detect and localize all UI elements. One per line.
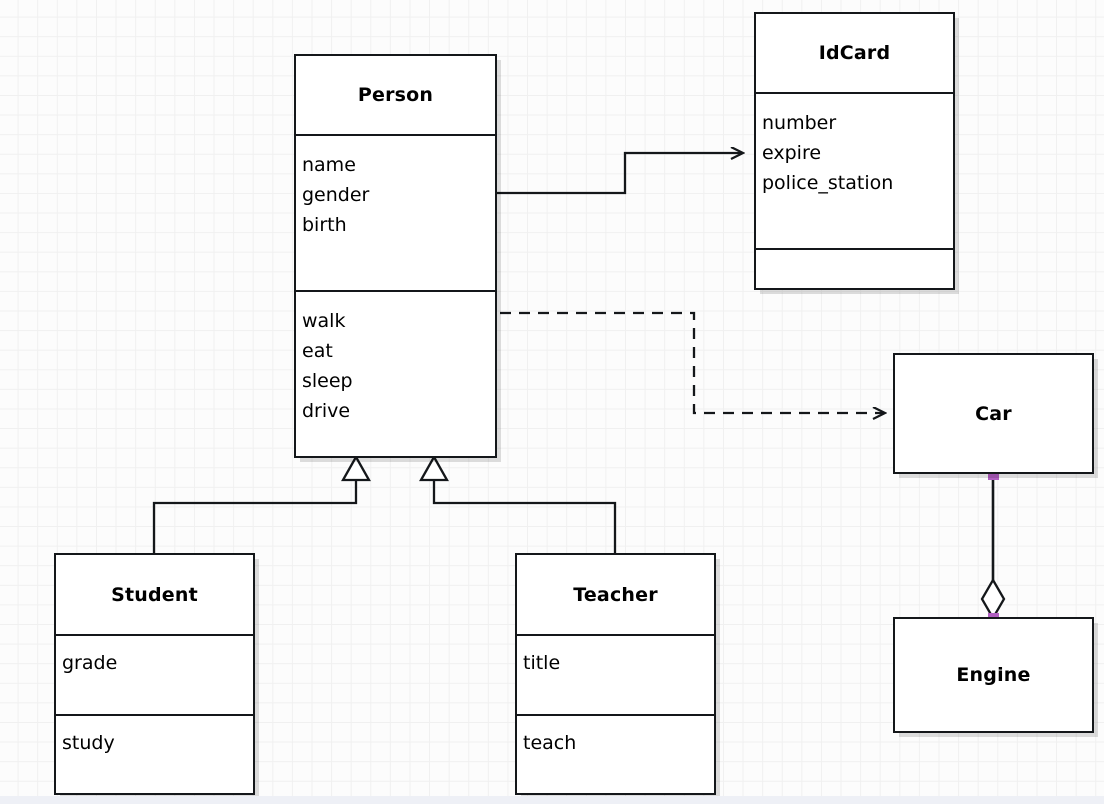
- attributes-person: name gender birth: [296, 134, 495, 290]
- class-box-person[interactable]: Person name gender birth walk eat sleep …: [294, 54, 497, 458]
- class-name-student: Student: [111, 583, 198, 606]
- operation-item: walk: [302, 310, 346, 332]
- operation-item: teach: [523, 732, 577, 754]
- operations-teacher: teach: [517, 714, 714, 794]
- class-box-engine[interactable]: Engine: [893, 617, 1094, 733]
- operation-item: sleep: [302, 370, 353, 392]
- attribute-item: title: [523, 652, 561, 674]
- class-box-student[interactable]: Student grade study: [54, 553, 255, 795]
- edge-person-car[interactable]: [500, 311, 884, 413]
- attributes-teacher: title: [517, 634, 714, 714]
- operation-item: drive: [302, 400, 351, 422]
- attribute-item: expire: [762, 142, 822, 164]
- attribute-item: grade: [62, 652, 118, 674]
- attribute-item: number: [762, 112, 837, 134]
- operations-person: walk eat sleep drive: [296, 290, 495, 456]
- attribute-item: gender: [302, 184, 370, 206]
- edge-student-person[interactable]: [152, 454, 371, 553]
- class-name-car: Car: [975, 402, 1012, 425]
- edge-person-idcard[interactable]: [497, 153, 742, 195]
- attribute-item: name: [302, 154, 356, 176]
- class-box-car[interactable]: Car: [893, 353, 1094, 474]
- operation-item: study: [62, 732, 115, 754]
- class-name-engine: Engine: [956, 664, 1031, 686]
- operations-student: study: [56, 714, 253, 794]
- edge-car-engine[interactable]: [980, 474, 1006, 621]
- link-endpoint-handle-car[interactable]: [988, 469, 999, 480]
- operations-idcard: [756, 248, 953, 288]
- class-box-teacher[interactable]: Teacher title teach: [515, 553, 716, 795]
- class-name-teacher: Teacher: [573, 583, 658, 606]
- operation-item: eat: [302, 340, 333, 362]
- attributes-student: grade: [56, 634, 253, 714]
- edge-teacher-person[interactable]: [419, 454, 617, 553]
- attributes-idcard: number expire police_station: [756, 92, 953, 248]
- attribute-item: police_station: [762, 172, 894, 194]
- class-box-idcard[interactable]: IdCard number expire police_station: [754, 12, 955, 290]
- class-name-idcard: IdCard: [818, 42, 891, 64]
- class-name-person: Person: [357, 84, 434, 106]
- attribute-item: birth: [302, 214, 347, 236]
